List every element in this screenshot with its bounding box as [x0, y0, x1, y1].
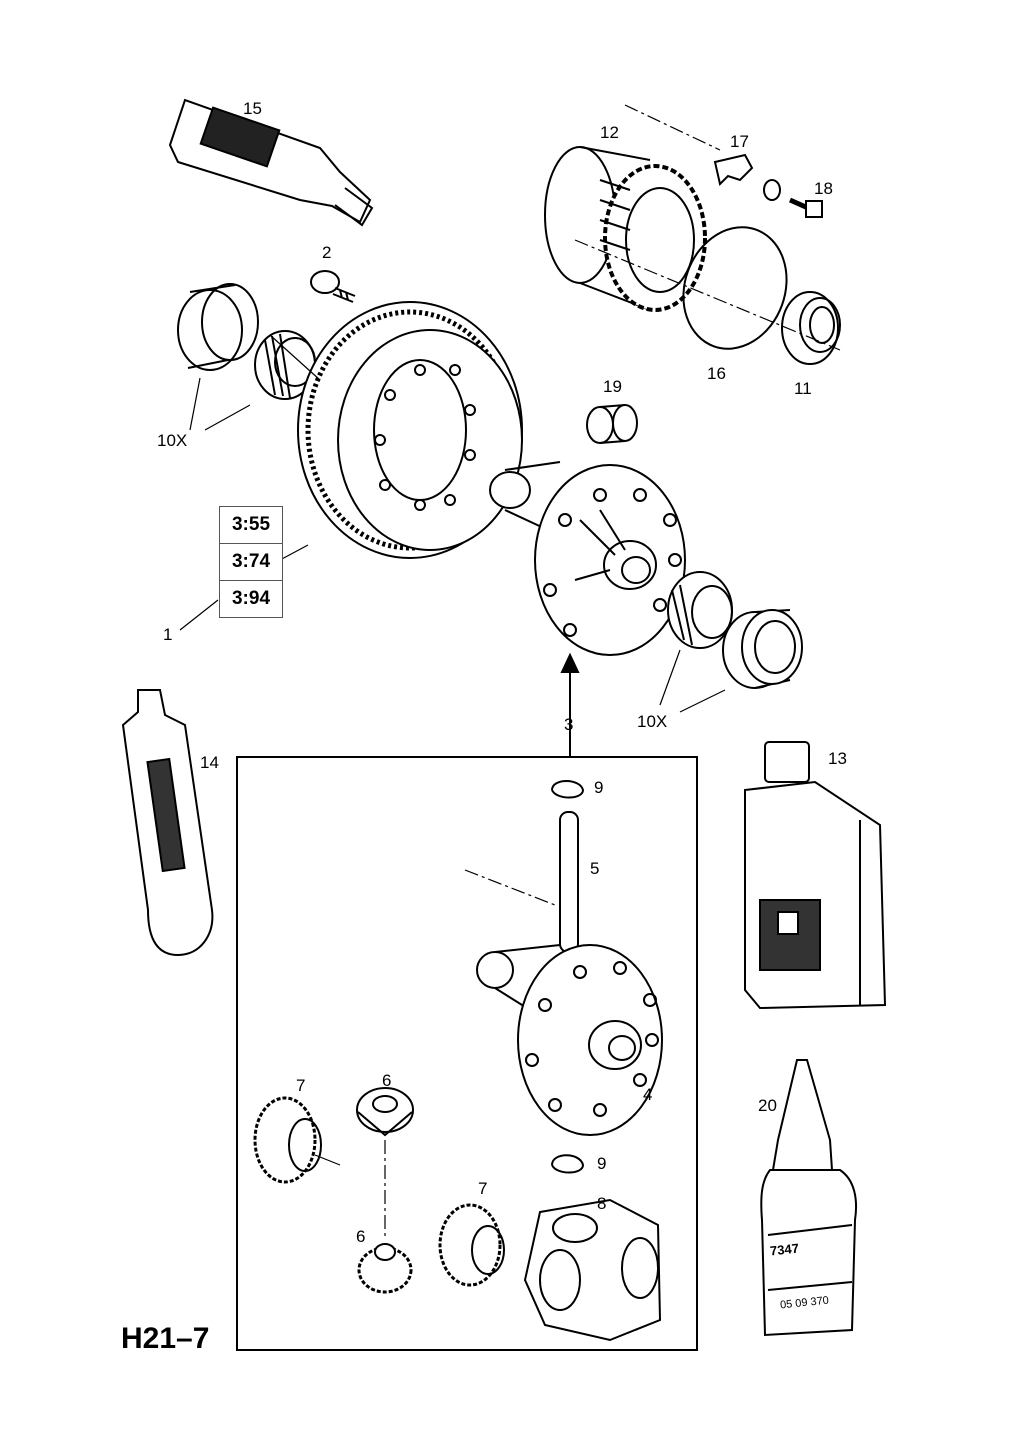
callout-16: 16: [707, 364, 726, 383]
pinion-gear-6-top: [356, 1087, 414, 1137]
circlip-9-top: [551, 780, 585, 799]
detail-inset-frame: [236, 756, 698, 1351]
callout-9-top: 9: [594, 778, 604, 797]
callout-6-top: 6: [382, 1071, 392, 1090]
taper-bearing-right: [667, 571, 733, 649]
figure-id: H21–7: [121, 1322, 210, 1355]
pin-5: [559, 811, 579, 953]
bolt-2: [310, 270, 356, 303]
callout-12: 12: [600, 123, 619, 142]
callout-11: 11: [794, 379, 812, 398]
callout-1: 1: [163, 625, 173, 644]
ratio-box-2: 3:74: [219, 543, 283, 581]
differential-housing-4: [476, 944, 663, 1136]
callout-10x-left: 10X: [157, 431, 188, 450]
taper-bearing-left: [254, 330, 316, 400]
bottle-20-code: 7347: [769, 1240, 800, 1259]
callout-9-bottom: 9: [597, 1154, 607, 1173]
callout-19: 19: [603, 377, 622, 396]
washer-18: [763, 179, 781, 201]
circlip-9-bottom: [551, 1154, 585, 1174]
callout-3: 3: [564, 715, 574, 734]
clip-17: [713, 153, 754, 186]
threadlock-bottle-20: [760, 1059, 858, 1337]
callout-13: 13: [828, 749, 847, 768]
callout-17: 17: [730, 132, 749, 151]
side-gear-7-right: [438, 1203, 505, 1287]
bearing-cup-left: [177, 283, 259, 371]
ratio-box-1: 3:55: [219, 506, 283, 544]
callout-2: 2: [322, 243, 332, 262]
callout-6-bottom: 6: [356, 1227, 366, 1246]
ratio-box-3: 3:94: [219, 580, 283, 618]
seal-11: [781, 291, 841, 365]
callout-10x-right: 10X: [637, 712, 668, 731]
pinion-gear-6-bottom: [357, 1243, 413, 1294]
callout-18: 18: [814, 179, 833, 198]
callout-15: 15: [243, 99, 262, 118]
callout-5: 5: [590, 859, 600, 878]
o-ring-16: [682, 226, 788, 350]
pinion-shaft-carrier-8: [523, 1198, 662, 1342]
bolt-18: [788, 197, 823, 218]
drive-ring-12: [544, 146, 707, 312]
callout-8: 8: [597, 1194, 607, 1213]
sealant-tube-14: [121, 689, 214, 957]
side-gear-7-left: [253, 1096, 322, 1184]
bearing-cup-right: [722, 609, 803, 689]
sleeve-19: [586, 404, 638, 444]
callout-4: 4: [643, 1085, 653, 1104]
callout-7-left: 7: [296, 1076, 306, 1095]
callout-20: 20: [758, 1096, 777, 1115]
oil-bottle-13: [744, 741, 887, 1010]
crown-wheel-1: [297, 301, 523, 559]
callout-14: 14: [200, 753, 219, 772]
differential-case-3: [489, 461, 686, 656]
grease-tube-15: [168, 98, 374, 227]
callout-7-right: 7: [478, 1179, 488, 1198]
